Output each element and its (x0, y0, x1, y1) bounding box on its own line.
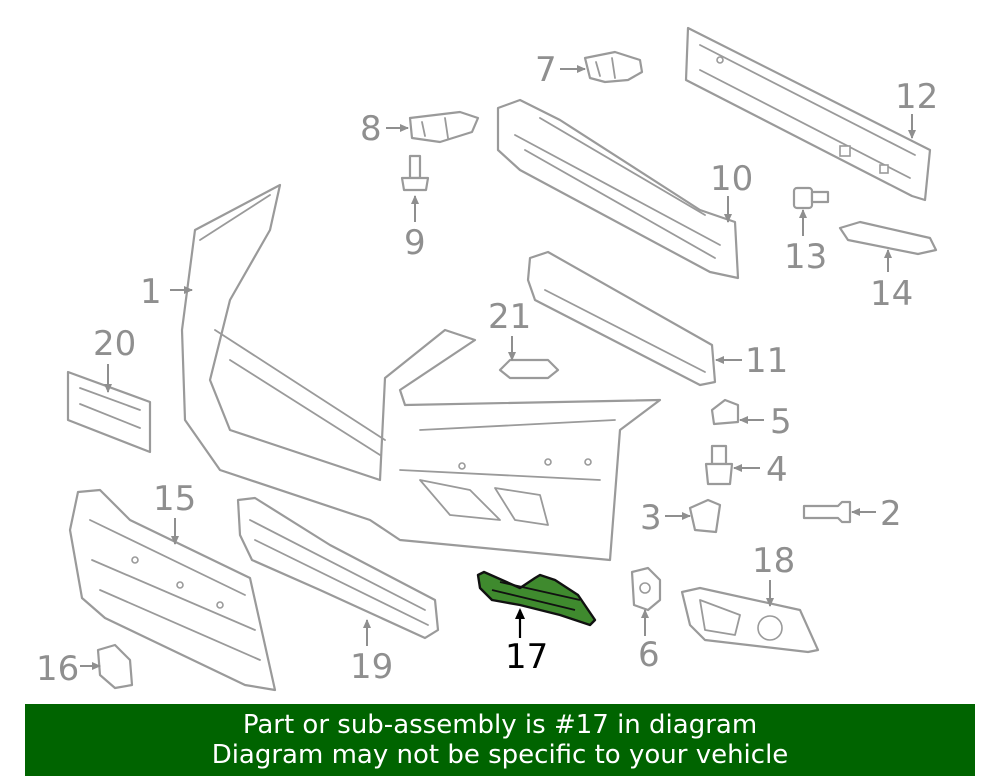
callout-14: 14 (870, 274, 913, 314)
parts-diagram: 7 8 9 12 10 13 14 1 11 21 20 5 4 2 3 15 … (36, 26, 938, 692)
part-13-bolt (792, 186, 830, 210)
callout-6: 6 (638, 635, 660, 675)
callout-20: 20 (93, 324, 136, 364)
callout-5: 5 (770, 402, 792, 442)
callout-10: 10 (710, 159, 753, 199)
callout-18: 18 (752, 541, 795, 581)
callout-16: 16 (36, 649, 79, 689)
part-12-reinforcement (684, 26, 932, 202)
callout-19: 19 (350, 647, 393, 687)
callout-17: 17 (505, 637, 548, 677)
callout-2: 2 (880, 494, 902, 534)
part-20-license-bracket (66, 370, 152, 454)
part-7-bracket (583, 50, 644, 84)
callout-3: 3 (640, 498, 662, 538)
part-3-bracket (688, 498, 722, 534)
part-19-lower-grille (236, 496, 440, 640)
part-14-bracket (838, 220, 938, 256)
callout-7: 7 (535, 50, 557, 90)
part-10-absorber (496, 98, 740, 280)
callout-15: 15 (153, 479, 196, 519)
callout-8: 8 (360, 109, 382, 149)
callout-13: 13 (784, 237, 827, 277)
callout-labels: 7 8 9 12 10 13 14 1 11 21 20 5 4 2 3 15 … (36, 50, 938, 689)
part-18-fog-bezel (680, 586, 820, 654)
part-15-grille (68, 488, 277, 692)
info-banner: Part or sub-assembly is #17 in diagram D… (25, 704, 975, 776)
callout-4: 4 (766, 450, 788, 490)
callout-9: 9 (404, 223, 426, 263)
callout-21: 21 (488, 297, 531, 337)
leader-lines (80, 65, 916, 670)
part-11-absorber (526, 250, 717, 387)
banner-line-2: Diagram may not be specific to your vehi… (211, 740, 789, 770)
part-1-bumper-cover (180, 183, 662, 562)
part-6-bracket (630, 566, 662, 612)
part-21-cap (498, 358, 560, 380)
callout-11: 11 (745, 341, 788, 381)
callout-1: 1 (140, 272, 162, 312)
part-8-bracket (408, 110, 480, 144)
banner-line-1: Part or sub-assembly is #17 in diagram (242, 710, 758, 740)
part-16-cap (96, 643, 134, 690)
part-4-screw (704, 444, 734, 486)
part-5-clip (710, 398, 740, 426)
part-9-bolt (400, 154, 430, 192)
part-2-bolt (802, 500, 852, 524)
part-17-highlighted (476, 570, 597, 627)
callout-12: 12 (895, 77, 938, 117)
